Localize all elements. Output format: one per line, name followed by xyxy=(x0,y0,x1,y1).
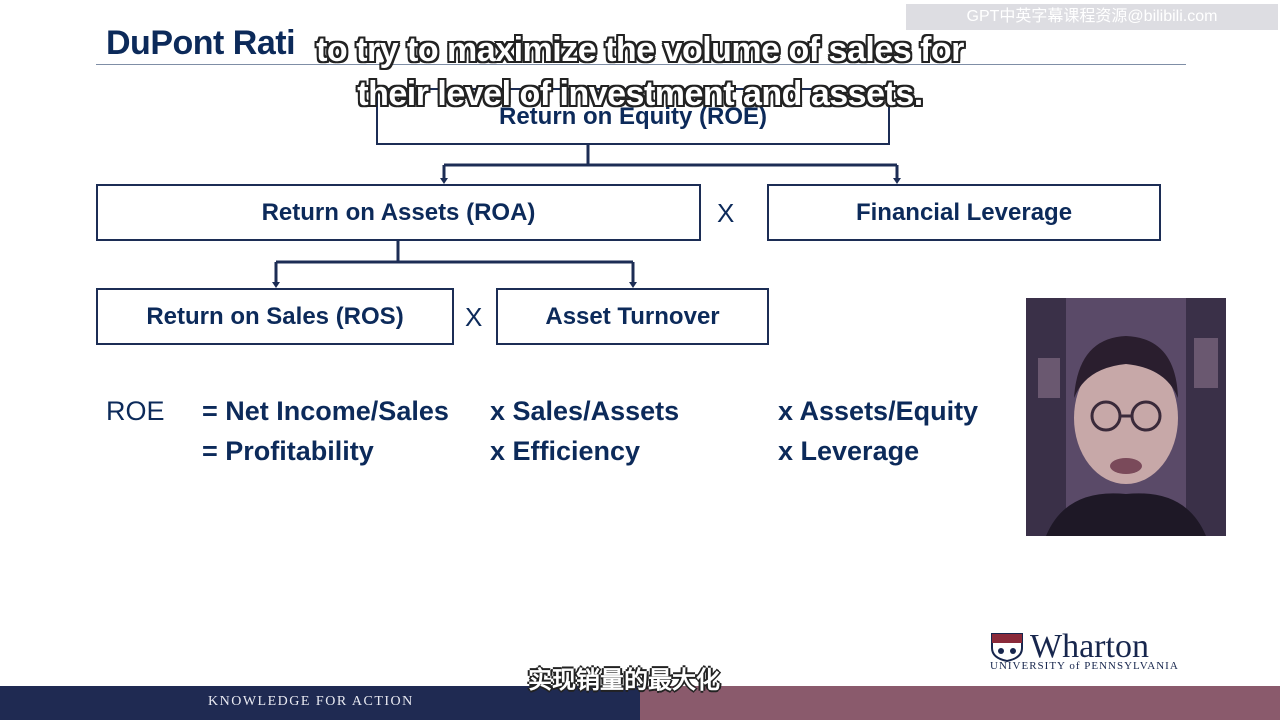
subtitle-english: to try to maximize the volume of sales f… xyxy=(300,28,980,116)
roe-box: Return on Equity (ROE) xyxy=(376,88,890,145)
formula-assets-equity: x Assets/Equity xyxy=(778,396,979,426)
title-divider xyxy=(96,64,1186,65)
formula-sales-assets: x Sales/Assets xyxy=(490,396,680,426)
presenter-image xyxy=(1026,298,1226,536)
slide-title: DuPont Rati xyxy=(106,24,296,62)
watermark: GPT中英字幕课程资源@bilibili.com xyxy=(906,4,1278,30)
leverage-box: Financial Leverage xyxy=(767,184,1161,241)
roa-box: Return on Assets (ROA) xyxy=(96,184,701,241)
turnover-box-label: Asset Turnover xyxy=(545,302,720,330)
multiply-operator: X xyxy=(465,302,483,332)
leverage-box-label: Financial Leverage xyxy=(855,198,1073,226)
turnover-box: Asset Turnover xyxy=(496,288,769,345)
formula-profitability: = Profitability xyxy=(202,436,374,466)
footer-bar-navy xyxy=(0,686,640,720)
ros-box-label: Return on Sales (ROS) xyxy=(146,302,404,330)
footer-tagline: KNOWLEDGE FOR ACTION xyxy=(208,694,414,709)
presenter-webcam xyxy=(1026,298,1226,536)
formula-efficiency: x Efficiency xyxy=(490,436,641,466)
roa-box-label: Return on Assets (ROA) xyxy=(261,198,536,226)
subtitle-line-2: their level of investment and assets. xyxy=(357,75,923,113)
subtitle-chinese: 实现销量的最大化 xyxy=(528,667,720,694)
roe-box-label: Return on Equity (ROE) xyxy=(499,102,767,130)
formula-leverage: x Leverage xyxy=(778,436,920,466)
subtitle-line-1: to try to maximize the volume of sales f… xyxy=(316,31,964,69)
logo-wordmark: Wharton xyxy=(1030,628,1149,665)
formula-net-income-sales: = Net Income/Sales xyxy=(202,396,449,426)
footer-bar-mauve xyxy=(640,686,1280,720)
logo-subtitle: UNIVERSITY of PENNSYLVANIA xyxy=(990,660,1179,672)
wharton-logo: Wharton UNIVERSITY of PENNSYLVANIA xyxy=(990,628,1200,676)
ros-box: Return on Sales (ROS) xyxy=(96,288,454,345)
formula-label: ROE xyxy=(106,396,165,426)
penn-shield-icon xyxy=(991,633,1023,662)
multiply-operator: X xyxy=(717,198,735,228)
